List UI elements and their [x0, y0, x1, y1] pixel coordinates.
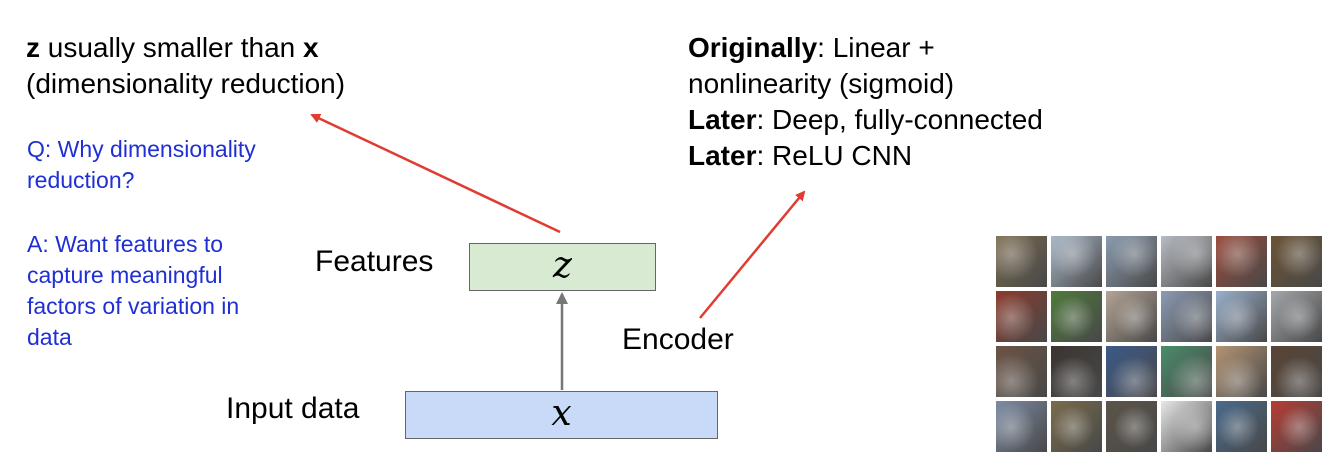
answer-line-1: A: Want features to: [27, 231, 224, 257]
thumbnail-image: [1216, 236, 1267, 287]
dimensionality-note: z usually smaller than x (dimensionality…: [26, 30, 345, 102]
z-variable: z: [26, 32, 40, 63]
history-line-2: nonlinearity (sigmoid): [688, 68, 955, 99]
answer-line-4: data: [27, 324, 72, 350]
thumbnail-image: [1106, 346, 1157, 397]
thumbnail-image: [996, 236, 1047, 287]
thumbnail-image: [1271, 401, 1322, 452]
features-box: z: [469, 243, 656, 291]
cifar-image-grid: [996, 236, 1336, 454]
history-line-1: Originally: Linear +: [688, 32, 935, 63]
features-to-note-arrow: [310, 113, 561, 234]
thumbnail-image: [1051, 401, 1102, 452]
thumbnail-image: [1106, 236, 1157, 287]
thumbnail-image: [1161, 291, 1212, 342]
features-symbol: z: [553, 245, 572, 286]
thumbnail-image: [1161, 346, 1212, 397]
dimensionality-note-line2: (dimensionality reduction): [26, 68, 346, 99]
thumbnail-image: [996, 401, 1047, 452]
thumbnail-image: [1051, 346, 1102, 397]
thumbnail-image: [1106, 401, 1157, 452]
x-variable: x: [303, 32, 319, 63]
input-symbol: x: [551, 393, 572, 434]
note-text: usually smaller than: [40, 32, 304, 63]
thumbnail-image: [1271, 291, 1322, 342]
thumbnail-image: [996, 346, 1047, 397]
thumbnail-image: [996, 291, 1047, 342]
thumbnail-image: [1271, 346, 1322, 397]
thumbnail-image: [1051, 236, 1102, 287]
history-line-4: Later: ReLU CNN: [688, 140, 913, 171]
thumbnail-image: [1216, 291, 1267, 342]
features-label: Features: [315, 245, 434, 278]
input-data-box: x: [405, 391, 718, 439]
thumbnail-image: [1216, 401, 1267, 452]
thumbnail-image: [1271, 236, 1322, 287]
answer-line-3: factors of variation in: [27, 293, 240, 319]
question-line-2: reduction?: [27, 167, 135, 193]
thumbnail-image: [1216, 346, 1267, 397]
encoder-to-note-arrow: [699, 190, 806, 319]
encoder-history-note: Originally: Linear + nonlinearity (sigmo…: [688, 30, 1043, 174]
question-text: Q: Why dimensionality reduction?: [27, 134, 256, 196]
answer-line-2: capture meaningful: [27, 262, 223, 288]
thumbnail-image: [1051, 291, 1102, 342]
encoder-label: Encoder: [622, 323, 734, 356]
question-line-1: Q: Why dimensionality: [27, 136, 256, 162]
answer-text: A: Want features to capture meaningful f…: [27, 229, 239, 353]
thumbnail-image: [1161, 236, 1212, 287]
history-line-3: Later: Deep, fully-connected: [688, 104, 1043, 135]
dimensionality-note-line1: z usually smaller than x: [26, 30, 345, 66]
thumbnail-image: [1106, 291, 1157, 342]
input-data-label: Input data: [226, 392, 360, 425]
thumbnail-image: [1161, 401, 1212, 452]
